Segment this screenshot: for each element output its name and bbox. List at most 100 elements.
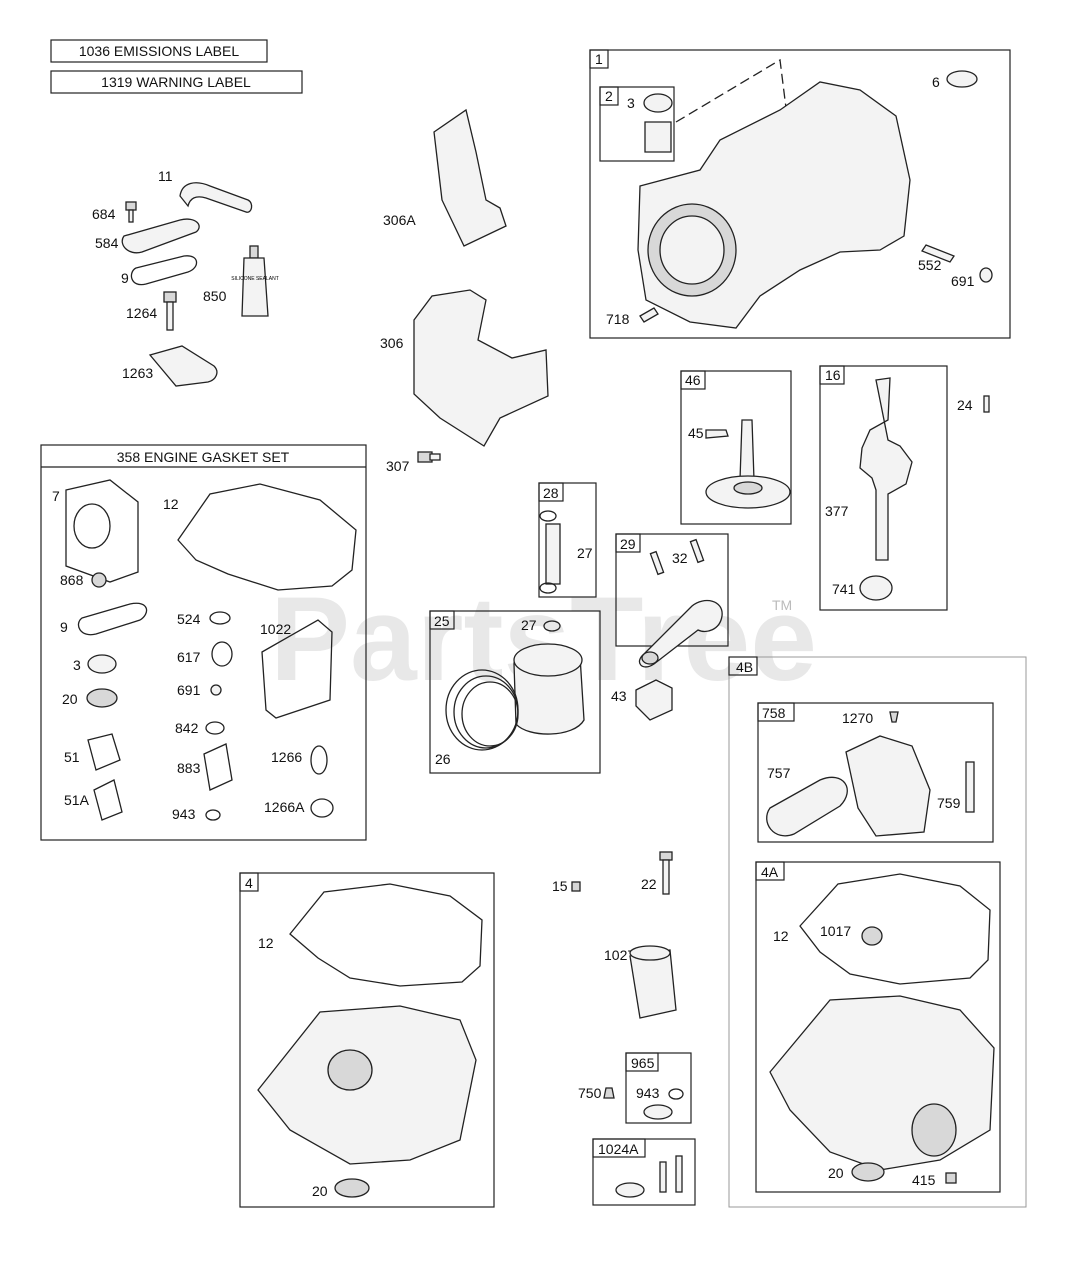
callout-3-gasket[interactable]: 3 — [73, 657, 81, 673]
callout-9-top[interactable]: 9 — [121, 270, 129, 286]
callout-43[interactable]: 43 — [611, 688, 627, 704]
callout-29[interactable]: 29 — [620, 536, 636, 552]
sump-4A-part — [769, 995, 995, 1171]
callout-750[interactable]: 750 — [578, 1085, 602, 1101]
cover-757-part — [766, 776, 848, 837]
crankshaft-box: 16 24 377 741 — [819, 365, 990, 611]
crankshaft-part — [859, 377, 913, 561]
governor-group: 43 — [611, 679, 673, 721]
callout-1263[interactable]: 1263 — [122, 365, 153, 381]
oil-filter-group: 15 22 1027 965 750 943 1024A — [552, 851, 696, 1206]
callout-617[interactable]: 617 — [177, 649, 201, 665]
callout-741[interactable]: 741 — [832, 581, 856, 597]
callout-377[interactable]: 377 — [825, 503, 849, 519]
callout-1270[interactable]: 1270 — [842, 710, 873, 726]
callout-1024A[interactable]: 1024A — [598, 1141, 639, 1157]
timing-gear-741-part — [859, 575, 893, 601]
callout-415[interactable]: 415 — [912, 1172, 936, 1188]
callout-25[interactable]: 25 — [434, 613, 450, 629]
callout-28[interactable]: 28 — [543, 485, 559, 501]
callout-51A[interactable]: 51A — [64, 792, 90, 808]
callout-22[interactable]: 22 — [641, 876, 657, 892]
compression-release-part — [705, 429, 729, 439]
callout-26[interactable]: 26 — [435, 751, 451, 767]
callout-1017[interactable]: 1017 — [820, 923, 851, 939]
shaft-759-part — [965, 761, 975, 813]
callout-4B[interactable]: 4B — [736, 659, 753, 675]
callout-12-4A[interactable]: 12 — [773, 928, 789, 944]
callout-20-4[interactable]: 20 — [312, 1183, 328, 1199]
callout-307[interactable]: 307 — [386, 458, 410, 474]
callout-758[interactable]: 758 — [762, 705, 786, 721]
screw-684-part — [125, 201, 137, 223]
callout-20-4A[interactable]: 20 — [828, 1165, 844, 1181]
leader-dash — [675, 58, 787, 123]
camshaft-box: 46 45 — [680, 370, 792, 525]
callout-1027[interactable]: 1027 — [604, 947, 635, 963]
callout-691-cyl[interactable]: 691 — [951, 273, 975, 289]
emissions-label-text: 1036 EMISSIONS LABEL — [79, 43, 240, 59]
breather-cover-part — [121, 218, 200, 254]
callout-24[interactable]: 24 — [957, 397, 973, 413]
callout-584[interactable]: 584 — [95, 235, 119, 251]
callout-12-4[interactable]: 12 — [258, 935, 274, 951]
callout-7[interactable]: 7 — [52, 488, 60, 504]
callout-883[interactable]: 883 — [177, 760, 201, 776]
callout-9-gasket[interactable]: 9 — [60, 619, 68, 635]
callout-15[interactable]: 15 — [552, 878, 568, 894]
piston-pin-box: 28 27 — [538, 482, 597, 598]
callout-552[interactable]: 552 — [918, 257, 942, 273]
callout-11[interactable]: 11 — [158, 168, 173, 184]
callout-684[interactable]: 684 — [92, 206, 116, 222]
callout-51[interactable]: 51 — [64, 749, 80, 765]
callout-943-gasket[interactable]: 943 — [172, 806, 196, 822]
watermark-tm: TM — [772, 597, 792, 613]
callout-20-gasket[interactable]: 20 — [62, 691, 78, 707]
callout-2[interactable]: 2 — [605, 88, 613, 104]
callout-842[interactable]: 842 — [175, 720, 199, 736]
callout-4A[interactable]: 4A — [761, 864, 779, 880]
callout-306[interactable]: 306 — [380, 335, 404, 351]
air-guide-306A-part — [433, 108, 507, 247]
breather-gasket-part — [130, 255, 198, 286]
callout-27-piston[interactable]: 27 — [521, 617, 537, 633]
callout-3-cyl[interactable]: 3 — [627, 95, 635, 111]
warning-label-box[interactable]: 1319 WARNING LABEL — [50, 70, 303, 94]
callout-868[interactable]: 868 — [60, 572, 84, 588]
pin-552-part — [921, 244, 955, 263]
air-guide-306-part — [413, 289, 549, 447]
housing-758-part — [845, 735, 931, 837]
bushing-2-part — [644, 121, 672, 153]
callout-1266[interactable]: 1266 — [271, 749, 302, 765]
callout-1022[interactable]: 1022 — [260, 621, 291, 637]
callout-759[interactable]: 759 — [937, 795, 961, 811]
callout-306A[interactable]: 306A — [383, 212, 416, 228]
callout-757[interactable]: 757 — [767, 765, 791, 781]
breather-group: 684 11 584 9 850 SILICONE SEALANT 1264 1… — [92, 168, 279, 387]
dowel-718-part — [639, 307, 659, 323]
callout-691-gasket[interactable]: 691 — [177, 682, 201, 698]
callout-1[interactable]: 1 — [595, 51, 603, 67]
bolt-1264-part — [163, 291, 177, 331]
callout-965[interactable]: 965 — [631, 1055, 655, 1071]
callout-4[interactable]: 4 — [245, 875, 253, 891]
callout-27-pin[interactable]: 27 — [577, 545, 593, 561]
callout-45[interactable]: 45 — [688, 425, 704, 441]
callout-46[interactable]: 46 — [685, 372, 701, 388]
callout-943-965[interactable]: 943 — [636, 1085, 660, 1101]
gasket-set-box: 358 ENGINE GASKET SET 7 12 868 9 524 102… — [40, 444, 367, 841]
seal-3-part — [643, 93, 673, 113]
callout-524[interactable]: 524 — [177, 611, 201, 627]
callout-12-gasket[interactable]: 12 — [163, 496, 179, 512]
callout-16[interactable]: 16 — [825, 367, 841, 383]
warning-label-text: 1319 WARNING LABEL — [101, 74, 251, 90]
callout-32[interactable]: 32 — [672, 550, 688, 566]
callout-6[interactable]: 6 — [932, 74, 940, 90]
piston-pin-part — [545, 523, 561, 585]
emissions-label-box[interactable]: 1036 EMISSIONS LABEL — [50, 39, 268, 63]
callout-718[interactable]: 718 — [606, 311, 630, 327]
key-24-part — [983, 395, 990, 413]
callout-1264[interactable]: 1264 — [126, 305, 157, 321]
callout-850[interactable]: 850 — [203, 288, 227, 304]
callout-1266A[interactable]: 1266A — [264, 799, 305, 815]
